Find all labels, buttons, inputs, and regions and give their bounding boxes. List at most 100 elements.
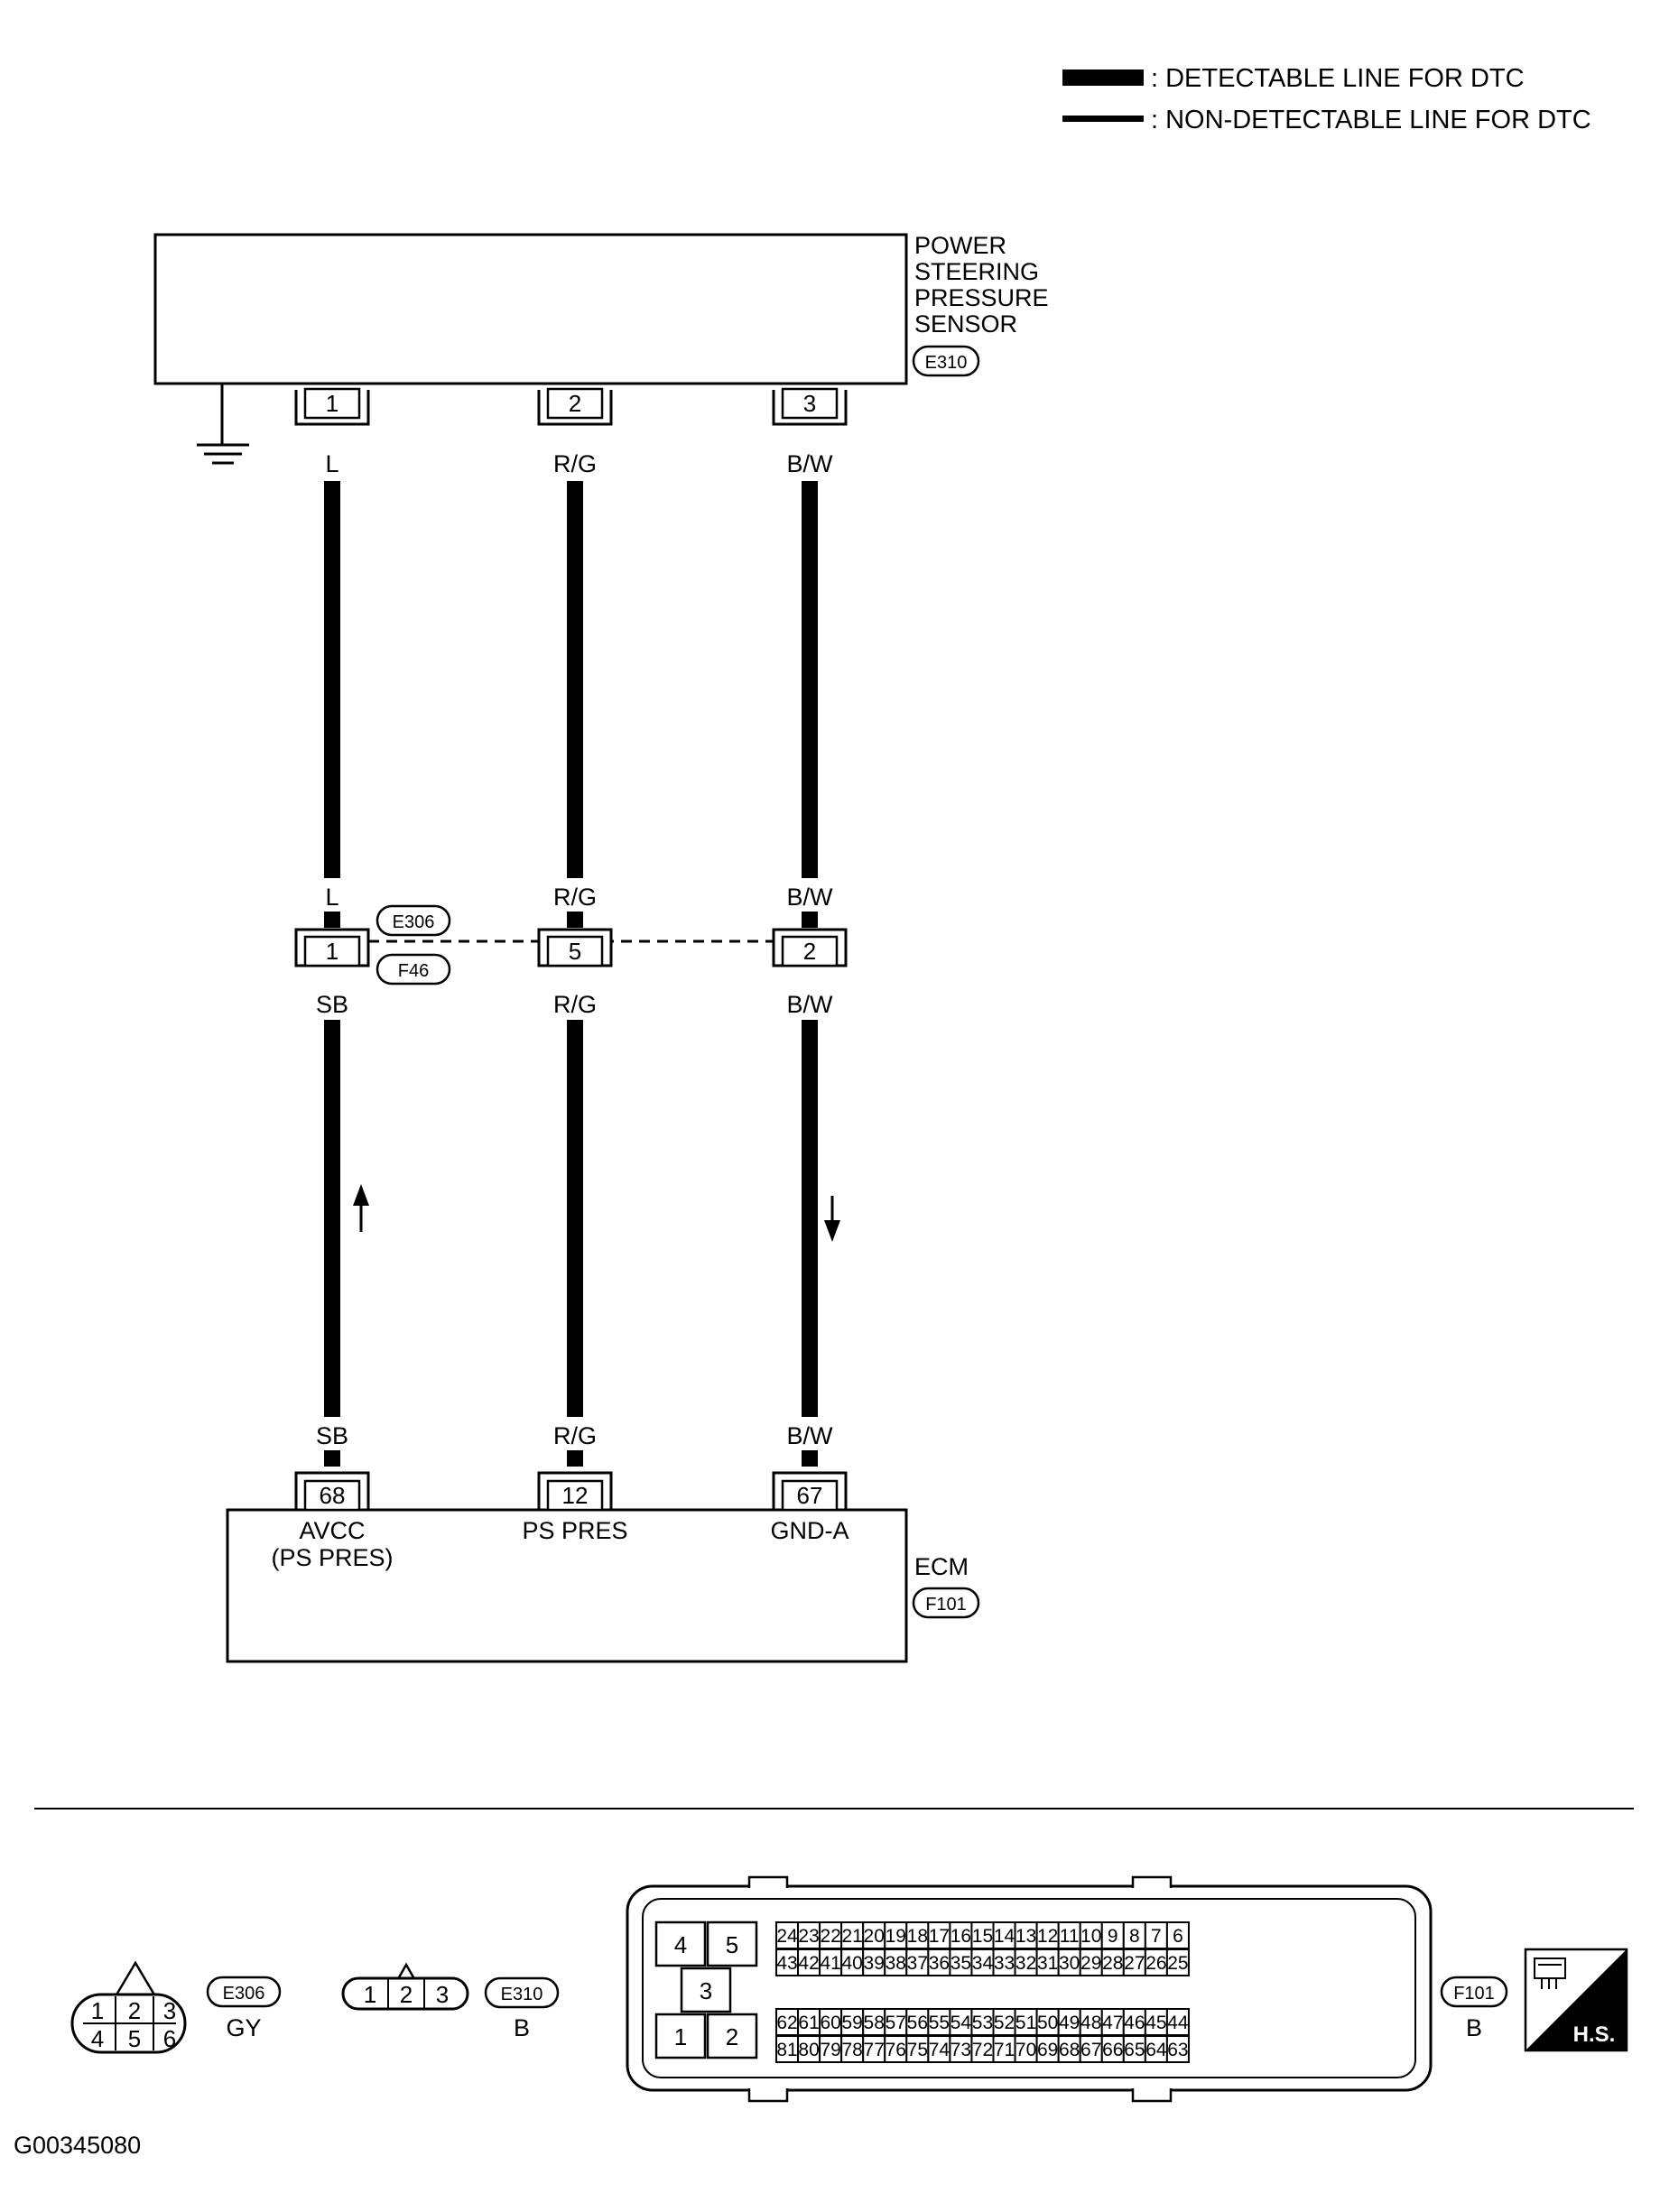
f101-pin: 27 bbox=[1122, 1948, 1146, 1976]
wire-1-upper-color: L bbox=[325, 450, 338, 477]
wire-3-joint-stub-upper bbox=[802, 912, 818, 928]
f101-pin-cell bbox=[1014, 1921, 1038, 1949]
f101-pin: 22 bbox=[819, 1921, 843, 1949]
f101-pin-number: 78 bbox=[841, 2040, 862, 2060]
f101-power-block bbox=[654, 1920, 758, 2059]
f101-pin: 53 bbox=[970, 2008, 995, 2036]
sensor-pin-2: 2 bbox=[537, 387, 613, 426]
f101-pin-number: 62 bbox=[776, 2013, 797, 2033]
f101-pin-number: 26 bbox=[1145, 1953, 1166, 1974]
ecm-connector-ref-oval bbox=[912, 1587, 980, 1619]
joint-lower-ref-oval bbox=[376, 953, 451, 986]
sensor-connector-ref-oval bbox=[912, 345, 980, 377]
f101-pin-number: 44 bbox=[1167, 2013, 1189, 2033]
ecm-pin-68-number: 68 bbox=[320, 1482, 346, 1509]
wire-3-upper-color: B/W bbox=[787, 450, 834, 477]
up-arrow-icon bbox=[353, 1184, 369, 1232]
wire-1-ecm-stub bbox=[324, 1450, 340, 1467]
f101-pin-cell bbox=[927, 1948, 951, 1976]
ecm-pin-67: 67 bbox=[772, 1471, 848, 1512]
ecm-pin-67-number: 67 bbox=[797, 1482, 823, 1509]
wire-2-lower-segment bbox=[567, 1020, 583, 1417]
f101-pin: 41 bbox=[819, 1948, 843, 1976]
f101-pin: 36 bbox=[927, 1948, 951, 1976]
f101-power-pin-5: 5 bbox=[726, 1931, 738, 1958]
f101-pin-number: 41 bbox=[820, 1953, 840, 1974]
f101-top-latch-left bbox=[747, 1875, 789, 1888]
sensor-pin-1-number: 1 bbox=[326, 390, 338, 417]
f101-pin: 77 bbox=[862, 2035, 886, 2063]
f101-pin-cell bbox=[1035, 1921, 1060, 1949]
f101-pin-number: 75 bbox=[907, 2040, 928, 2060]
f101-pin-number: 16 bbox=[951, 1926, 971, 1947]
f101-pin-cell bbox=[862, 2035, 886, 2063]
f101-pin: 50 bbox=[1035, 2008, 1060, 2036]
ecm-pin-12-number: 12 bbox=[562, 1482, 589, 1509]
f101-pin-number: 69 bbox=[1037, 2040, 1058, 2060]
wire-3-lower-segment bbox=[802, 1020, 818, 1417]
f101-pin-number: 49 bbox=[1059, 2013, 1080, 2033]
f101-pin-number: 24 bbox=[776, 1926, 798, 1947]
f101-pin: 40 bbox=[840, 1948, 865, 1976]
wire-3-lower-color: B/W bbox=[787, 1422, 834, 1449]
f101-pin: 7 bbox=[1144, 1921, 1168, 1949]
f101-power-pin-1: 1 bbox=[674, 2023, 687, 2050]
f101-pin-number: 7 bbox=[1151, 1926, 1162, 1947]
wire-1-upper-segment bbox=[324, 481, 340, 878]
e306-pin-1: 1 bbox=[91, 1997, 104, 2024]
f101-pin: 8 bbox=[1122, 1921, 1146, 1949]
hs-badge-text: H.S. bbox=[1573, 2022, 1616, 2047]
f101-pin-number: 51 bbox=[1015, 2013, 1036, 2033]
sensor-name-line-4: SENSOR bbox=[914, 310, 1017, 338]
legend-non-detectable: : NON-DETECTABLE LINE FOR DTC bbox=[1151, 106, 1591, 134]
f101-pin-number: 58 bbox=[864, 2013, 885, 2033]
f101-ref: F101 bbox=[1453, 1984, 1495, 2004]
f101-pin: 78 bbox=[840, 2035, 865, 2063]
f101-pin-number: 9 bbox=[1108, 1926, 1118, 1947]
f101-pin-number: 47 bbox=[1102, 2013, 1123, 2033]
f101-pin-cell bbox=[1079, 1948, 1103, 1976]
f101-bottom-latch-left bbox=[747, 2088, 789, 2103]
e306-pin-5: 5 bbox=[128, 2025, 141, 2052]
non-detectable-line-swatch bbox=[1062, 116, 1144, 122]
ecm-terminal-avcc: AVCC bbox=[299, 1517, 365, 1544]
f101-pin: 38 bbox=[884, 1948, 908, 1976]
legend: : DETECTABLE LINE FOR DTC : NON-DETECTAB… bbox=[1062, 64, 1591, 134]
joint-pin-2-number: 2 bbox=[803, 938, 816, 965]
wire-1-joint-stub-upper bbox=[324, 912, 340, 928]
f101-power-pin-3: 3 bbox=[700, 1977, 712, 2004]
f101-pin: 32 bbox=[1014, 1948, 1038, 1976]
sensor-name-line-2: STEERING bbox=[914, 258, 1039, 285]
f101-pin: 16 bbox=[949, 1921, 973, 1949]
sensor-pin-2-number: 2 bbox=[569, 390, 581, 417]
f101-pin-cell bbox=[1057, 2035, 1081, 2063]
f101-pin: 59 bbox=[840, 2008, 865, 2036]
wire-2-joint-stub-upper bbox=[567, 912, 583, 928]
f101-pin: 33 bbox=[992, 1948, 1016, 1976]
f101-pin-number: 13 bbox=[1015, 1926, 1036, 1947]
f101-pin-number: 55 bbox=[929, 2013, 950, 2033]
f101-pin-cell bbox=[1079, 2035, 1103, 2063]
f101-pin-number: 43 bbox=[776, 1953, 797, 1974]
f101-pin: 43 bbox=[775, 1948, 800, 1976]
f101-pin: 71 bbox=[992, 2035, 1016, 2063]
f101-pin-number: 31 bbox=[1037, 1953, 1058, 1974]
f101-pin-number: 48 bbox=[1080, 2013, 1101, 2033]
f101-pin: 11 bbox=[1057, 1921, 1081, 1949]
sensor-pin-1: 1 bbox=[294, 387, 370, 426]
f101-pin-number: 8 bbox=[1129, 1926, 1140, 1947]
f101-pin-cell bbox=[1014, 2035, 1038, 2063]
e310-ref: E310 bbox=[501, 1985, 543, 2004]
f101-pin: 64 bbox=[1144, 2035, 1168, 2063]
e310-ref-oval bbox=[484, 1976, 560, 2009]
f101-pin-number: 14 bbox=[994, 1926, 1015, 1947]
f101-pin: 15 bbox=[970, 1921, 995, 1949]
f101-pin-cell bbox=[797, 2035, 821, 2063]
f101-pin-cell bbox=[905, 2035, 930, 2063]
f101-pin-number: 33 bbox=[994, 1953, 1015, 1974]
f101-pin: 58 bbox=[862, 2008, 886, 2036]
joint-pin-5: 5 bbox=[537, 928, 613, 967]
f101-pin-cell bbox=[1122, 2035, 1146, 2063]
f101-housing-inner bbox=[642, 1898, 1416, 2078]
